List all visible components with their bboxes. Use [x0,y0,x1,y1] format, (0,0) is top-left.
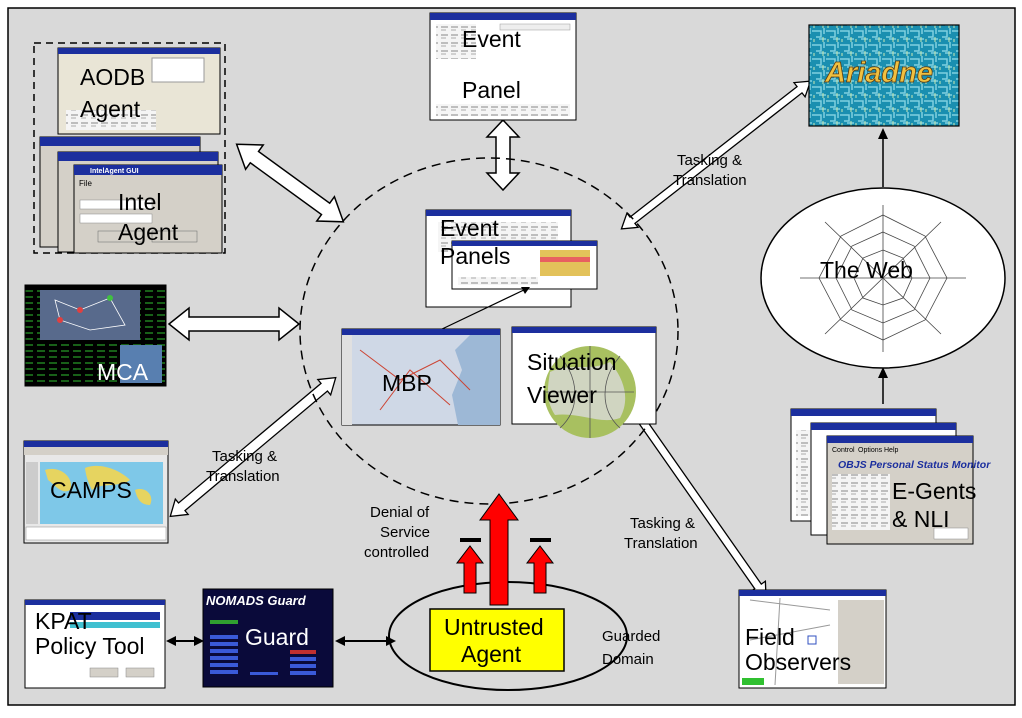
intel-agent-window-stack: IntelAgent GUI File Intel Agent [39,136,223,254]
double-arrow-camps [169,376,337,518]
intel-agent-label-2: Agent [118,219,179,245]
field-observers-window: Field Observers [738,589,887,689]
event-panels-label: Event [440,215,499,241]
untrusted-agent-label: Untrusted [444,614,544,640]
guarded-domain-label-2: Domain [602,651,654,668]
kpat-label-2: Policy Tool [35,633,145,659]
spider-web-icon [800,205,966,352]
camps-label: CAMPS [50,477,132,503]
the-web-node: The Web [760,187,1006,369]
nomads-guard-title: NOMADS Guard [206,593,307,608]
double-arrow-aodb [235,143,345,223]
event-panels-window: Event Panels [425,209,598,308]
central-domain-ellipse [299,157,679,505]
tasking-ariadne-label-2: Translation [673,172,747,189]
tasking-camps-label: Tasking & [212,448,277,465]
e-gents-label-2: & NLI [892,506,950,532]
aodb-agent-label-2: Agent [80,96,141,122]
double-arrow-event-panel [485,118,521,192]
event-panel-label-2: Panel [462,77,521,103]
double-arrow-mca [167,306,301,342]
kpat-label: KPAT [35,608,92,634]
event-panels-label-2: Panels [440,243,510,269]
mbp-window: MBP [341,328,501,426]
objs-menu-control: Control [832,447,855,454]
event-panels-connector [439,287,529,331]
objs-menu-help: Help [884,447,899,454]
situation-viewer-label-2: Viewer [527,382,597,408]
denial-of-service-label-2: Service [380,524,430,541]
kpat-guard-arrow [166,636,204,646]
denial-of-service-label-3: controlled [364,544,429,561]
guarded-domain-label: Guarded [602,628,660,645]
e-gents-label: E-Gents [892,478,976,504]
mca-window: MCA [24,284,167,387]
guard-label: Guard [245,624,309,650]
objs-menu-options: Options [858,447,883,454]
event-panel-label: Event [462,26,521,52]
guard-window: NOMADS Guard Guard [202,588,334,688]
mca-label: MCA [97,359,149,385]
kpat-window: KPAT Policy Tool [24,599,166,689]
tasking-ariadne-label: Tasking & [677,152,742,169]
situation-viewer-window: Situation Viewer [511,326,657,438]
intel-window-title: IntelAgent GUI [90,168,139,175]
event-panel-window: Event Panel [429,12,577,121]
objs-monitor-title: OBJS Personal Status Monitor [838,459,991,471]
aodb-agent-label: AODB [80,64,145,90]
mbp-label: MBP [382,370,432,396]
e-gents-window-stack: Control Options Help OBJS Personal Statu… [790,408,991,545]
attack-arrows [455,493,555,606]
denial-of-service-label: Denial of [370,504,430,521]
field-observers-label: Field [745,624,795,650]
tasking-field-label: Tasking & [630,515,695,532]
untrusted-agent-box: Untrusted Agent [429,608,565,672]
camps-window: CAMPS [23,440,169,544]
untrusted-agent-label-2: Agent [461,641,522,667]
web-to-ariadne-arrow [878,128,888,187]
ariadne-label: Ariadne [824,57,933,89]
ariadne-window: Ariadne [808,24,960,127]
aodb-agent-window: AODB Agent [57,47,221,135]
tasking-field-label-2: Translation [624,535,698,552]
intel-window-menu: File [79,179,92,188]
field-observers-label-2: Observers [745,649,851,675]
intel-agent-label: Intel [118,189,161,215]
situation-viewer-label: Situation [527,349,617,375]
the-web-label: The Web [820,257,913,283]
egents-to-web-arrow [878,367,888,404]
tasking-camps-label-2: Translation [206,468,280,485]
